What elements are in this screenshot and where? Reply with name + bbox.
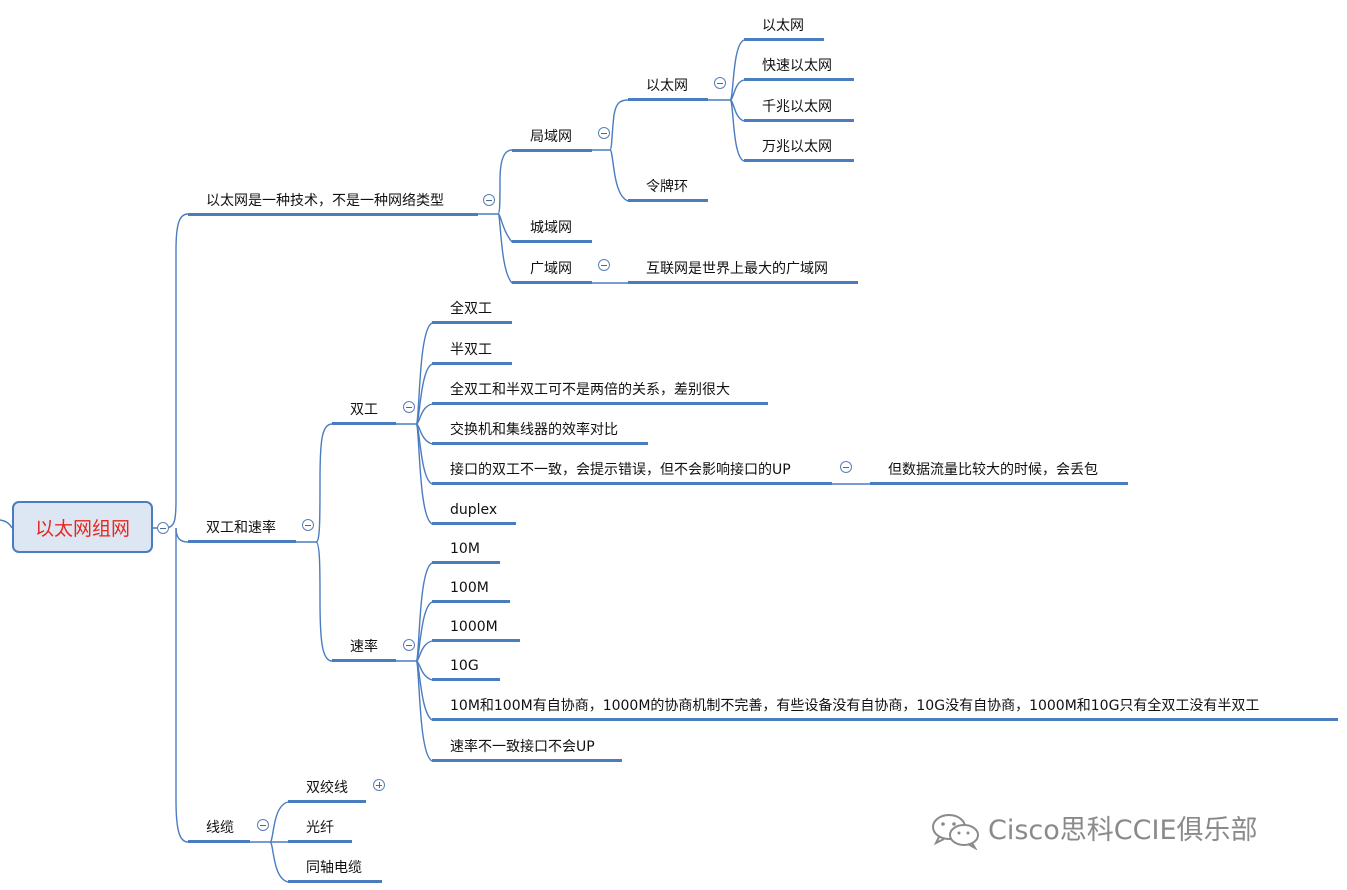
topic-underline <box>432 639 520 642</box>
topic-underline <box>744 78 854 81</box>
topic-fast-ethernet[interactable]: 快速以太网 <box>762 58 832 74</box>
topic-underline <box>188 540 296 543</box>
topic-twisted-pair[interactable]: 双绞线 <box>306 780 348 796</box>
root-topic[interactable]: 以太网组网 <box>12 501 153 553</box>
collapse-icon[interactable] <box>598 127 610 139</box>
collapse-icon[interactable] <box>483 194 495 206</box>
collapse-icon[interactable] <box>598 259 610 271</box>
topic-duplex-command[interactable]: duplex <box>450 502 498 518</box>
wechat-icon <box>932 814 979 850</box>
topic-fiber[interactable]: 光纤 <box>306 820 334 836</box>
topic-speed-1000m[interactable]: 1000M <box>450 619 498 635</box>
topic-underline <box>332 422 396 425</box>
topic-wan[interactable]: 广域网 <box>530 261 572 277</box>
topic-full-duplex[interactable]: 全双工 <box>450 301 492 317</box>
topic-duplex-difference[interactable]: 全双工和半双工可不是两倍的关系，差别很大 <box>450 382 730 398</box>
topic-token-ring[interactable]: 令牌环 <box>646 179 688 195</box>
topic-underline <box>332 659 396 662</box>
topic-duplex-and-speed[interactable]: 双工和速率 <box>206 520 276 536</box>
topic-underline <box>512 149 592 152</box>
topic-autonegotiation[interactable]: 10M和100M有自协商，1000M的协商机制不完善，有些设备没有自协商，10G… <box>450 698 1260 714</box>
watermark: Cisco思科CCIE俱乐部 <box>930 812 1258 850</box>
topic-underline <box>628 98 708 101</box>
topic-speed-10g[interactable]: 10G <box>450 658 479 674</box>
topic-underline <box>744 159 854 162</box>
topic-lan[interactable]: 局域网 <box>530 129 572 145</box>
topic-internet[interactable]: 互联网是世界上最大的广域网 <box>646 261 828 277</box>
topic-ethernet[interactable]: 以太网 <box>646 78 688 94</box>
topic-underline <box>432 402 768 405</box>
topic-half-duplex[interactable]: 半双工 <box>450 342 492 358</box>
collapse-icon[interactable] <box>257 819 269 831</box>
topic-speed-10m[interactable]: 10M <box>450 541 480 557</box>
topic-coaxial[interactable]: 同轴电缆 <box>306 860 362 876</box>
topic-underline <box>432 482 832 485</box>
topic-underline <box>432 321 512 324</box>
topic-speed-100m[interactable]: 100M <box>450 580 489 596</box>
topic-speed[interactable]: 速率 <box>350 639 378 655</box>
topic-duplex-mismatch[interactable]: 接口的双工不一致，会提示错误，但不会影响接口的UP <box>450 462 791 478</box>
collapse-icon[interactable] <box>840 461 852 473</box>
topic-underline <box>288 880 382 883</box>
topic-underline <box>870 482 1128 485</box>
topic-underline <box>432 718 1338 721</box>
topic-underline <box>744 119 854 122</box>
topic-underline <box>512 240 592 243</box>
topic-10g-ethernet[interactable]: 万兆以太网 <box>762 139 832 155</box>
topic-underline <box>288 840 352 843</box>
topic-underline <box>432 678 500 681</box>
root-topic-label: 以太网组网 <box>34 517 130 540</box>
watermark-text: Cisco思科CCIE俱乐部 <box>988 815 1258 846</box>
expand-icon[interactable] <box>373 779 385 791</box>
topic-underline <box>628 281 858 284</box>
topic-underline <box>432 522 516 525</box>
topic-underline <box>512 281 592 284</box>
collapse-icon[interactable] <box>302 519 314 531</box>
collapse-icon[interactable] <box>157 522 169 534</box>
topic-gigabit-ethernet[interactable]: 千兆以太网 <box>762 99 832 115</box>
topic-underline <box>188 213 478 216</box>
topic-man[interactable]: 城域网 <box>530 220 572 236</box>
topic-cables[interactable]: 线缆 <box>206 820 234 836</box>
topic-duplex[interactable]: 双工 <box>350 402 378 418</box>
topic-underline <box>432 561 500 564</box>
topic-underline <box>432 759 622 762</box>
topic-packet-loss[interactable]: 但数据流量比较大的时候，会丢包 <box>888 462 1098 478</box>
topic-underline <box>432 600 510 603</box>
topic-speed-mismatch[interactable]: 速率不一致接口不会UP <box>450 739 595 755</box>
topic-underline <box>432 362 512 365</box>
topic-ethernet-technology[interactable]: 以太网是一种技术，不是一种网络类型 <box>206 193 444 209</box>
topic-underline <box>188 840 250 843</box>
topic-ethernet-basic[interactable]: 以太网 <box>762 18 804 34</box>
collapse-icon[interactable] <box>714 77 726 89</box>
topic-underline <box>744 38 824 41</box>
topic-underline <box>628 199 708 202</box>
topic-switch-vs-hub[interactable]: 交换机和集线器的效率对比 <box>450 422 618 438</box>
topic-underline <box>432 442 648 445</box>
topic-underline <box>288 800 366 803</box>
collapse-icon[interactable] <box>403 401 415 413</box>
collapse-icon[interactable] <box>403 639 415 651</box>
